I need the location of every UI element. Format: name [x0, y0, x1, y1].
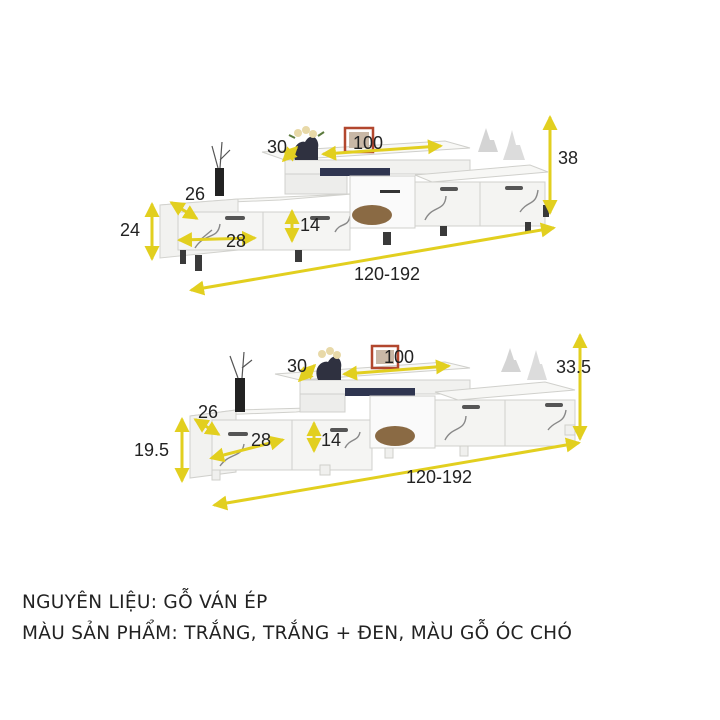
label-drawer-depth: 26 [185, 184, 205, 204]
label-drawer-height: 14 [300, 215, 320, 235]
tv-cabinet-compact [189, 344, 576, 481]
label-total-height: 33.5 [556, 357, 591, 377]
dimension-lines-top [144, 115, 558, 296]
right-cabinet [414, 164, 549, 236]
label-shelf-width: 100 [384, 347, 414, 367]
dim-line-total-length [189, 222, 556, 296]
dim-line-drawer-depth [169, 201, 199, 220]
dimension-labels-top: 30 100 38 26 24 28 14 120-192 [120, 133, 578, 284]
label-height: 24 [120, 220, 140, 240]
label-drawer-width: 28 [226, 231, 246, 251]
dim-line-shelf-width [321, 139, 443, 161]
label-total-height: 38 [558, 148, 578, 168]
dim-line-total-length [212, 437, 581, 511]
label-drawer-depth: 26 [198, 402, 218, 422]
label-total-length: 120-192 [354, 264, 420, 284]
dimension-lines-bottom [174, 333, 588, 511]
dim-line-shelf-depth [281, 145, 299, 163]
label-shelf-depth: 30 [267, 137, 287, 157]
dim-line-drawer-depth [193, 418, 221, 436]
right-cabinet-compact [434, 381, 576, 457]
label-shelf-depth: 30 [287, 356, 307, 376]
label-shelf-width: 100 [353, 133, 383, 153]
decorations-compact [229, 344, 547, 412]
material-caption: NGUYÊN LIỆU: GỖ VÁN ÉP [22, 592, 268, 613]
dim-line-shelf-depth [297, 363, 317, 383]
label-drawer-height: 14 [321, 430, 341, 450]
label-total-length: 120-192 [406, 467, 472, 487]
dim-line-shelf-width [342, 359, 451, 381]
label-height: 19.5 [134, 440, 169, 460]
colors-caption: MÀU SẢN PHẨM: TRẮNG, TRẮNG + ĐEN, MÀU GỖ… [22, 623, 573, 644]
left-cabinet [159, 193, 353, 271]
dimension-labels-bottom: 30 100 33.5 26 19.5 28 14 120-192 [134, 347, 591, 487]
label-drawer-width: 28 [251, 430, 271, 450]
